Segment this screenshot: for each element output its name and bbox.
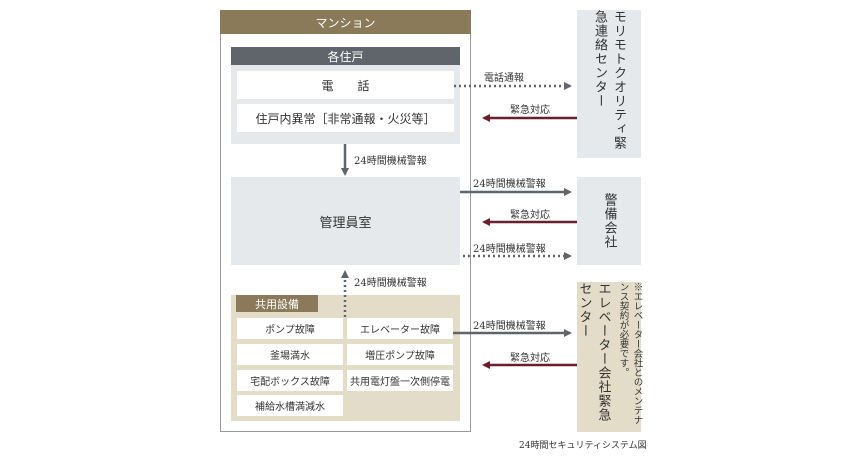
units-header: 各住戸 bbox=[231, 47, 460, 65]
machine-alarm-label-equipment: 24時間機械警報 bbox=[354, 278, 427, 289]
security-company-box: 警備会社 bbox=[577, 177, 641, 265]
machine-alarm-label-elevator: 24時間機械警報 bbox=[473, 321, 546, 332]
phone-report-label: 電話通報 bbox=[484, 73, 524, 84]
mansion-header: マンション bbox=[220, 10, 471, 34]
security-company-label: 警備会社 bbox=[601, 193, 617, 249]
equipment-item: 宅配ボックス故障 bbox=[237, 370, 343, 391]
equipment-item: 共用電灯盤一次側停電 bbox=[347, 370, 453, 391]
elevator-center-box: エレベーター会社緊急センター ※エレベーター会社とのメンテナンス契約が必要です。 bbox=[576, 282, 643, 432]
emergency-label-units: 緊急対応 bbox=[510, 105, 550, 116]
diagram-caption: 24時間セキュリティシステム図 bbox=[519, 441, 647, 451]
equipment-item: 増圧ポンプ故障 bbox=[347, 344, 453, 365]
equipment-item: 補給水槽満減水 bbox=[237, 395, 343, 416]
machine-alarm-label-units: 24時間機械警報 bbox=[354, 156, 427, 167]
emergency-label-management: 緊急対応 bbox=[510, 210, 550, 221]
unit-alarm-cell: 住戸内異常［非常通報・火災等］ bbox=[237, 104, 454, 132]
machine-alarm-label-security: 24時間機械警報 bbox=[473, 179, 546, 190]
emergency-center-box: モリモトクオリティ緊急連絡センター bbox=[577, 10, 641, 158]
machine-alarm-label-security-2: 24時間機械警報 bbox=[473, 244, 546, 255]
equipment-header: 共用設備 bbox=[236, 295, 318, 312]
phone-cell: 電 話 bbox=[237, 71, 454, 99]
equipment-item: 釜場満水 bbox=[237, 344, 343, 365]
equipment-item: エレベーター故障 bbox=[347, 318, 453, 339]
emergency-label-equipment: 緊急対応 bbox=[510, 353, 550, 364]
emergency-center-label: モリモトクオリティ緊急連絡センター bbox=[592, 10, 626, 150]
elevator-center-label: エレベーター会社緊急センター bbox=[576, 282, 611, 422]
management-room: 管理員室 bbox=[231, 177, 460, 265]
equipment-item: ポンプ故障 bbox=[237, 318, 343, 339]
elevator-note: ※エレベーター会社とのメンテナンス契約が必要です。 bbox=[617, 282, 643, 425]
